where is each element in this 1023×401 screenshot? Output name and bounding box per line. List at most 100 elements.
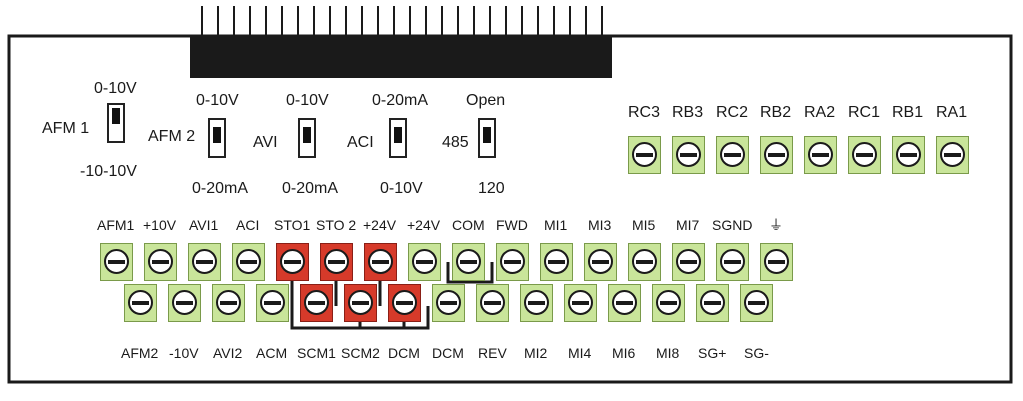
terminal-label: AVI2: [213, 345, 243, 361]
terminal-block[interactable]: [320, 243, 353, 281]
rs485-dip-switch[interactable]: [478, 118, 496, 158]
terminal-label: AFM1: [97, 217, 135, 233]
terminal-block[interactable]: [672, 136, 705, 174]
screw-icon: [456, 249, 481, 274]
avi-name-label: AVI: [253, 134, 278, 151]
terminal-block[interactable]: [388, 284, 421, 322]
terminal-label: AVI1: [189, 217, 219, 233]
terminal-block[interactable]: [672, 243, 705, 281]
terminal-block[interactable]: [432, 284, 465, 322]
terminal-label: ACI: [236, 217, 260, 233]
terminal-block[interactable]: [760, 136, 793, 174]
afm2-bottom-label: 0-20mA: [192, 180, 249, 197]
terminal-label: STO 2: [316, 217, 357, 233]
terminal-block[interactable]: [848, 136, 881, 174]
screw-icon: [676, 142, 701, 167]
terminal-block[interactable]: [716, 136, 749, 174]
terminal-block[interactable]: [936, 136, 969, 174]
terminal-label: MI8: [656, 345, 680, 361]
terminal-block[interactable]: [584, 243, 617, 281]
screw-icon: [368, 249, 393, 274]
screw-icon: [436, 290, 461, 315]
avi-dip-switch[interactable]: [298, 118, 316, 158]
connector-header: [190, 36, 612, 78]
aci-dip-switch[interactable]: [389, 118, 407, 158]
terminal-label: FWD: [496, 217, 528, 233]
rs485-top-label: Open: [466, 92, 506, 109]
terminal-block[interactable]: [540, 243, 573, 281]
terminal-label: RB3: [672, 104, 704, 121]
aci-top-label: 0-20mA: [372, 92, 429, 109]
screw-icon: [764, 249, 789, 274]
terminal-label: SCM1: [297, 345, 336, 361]
screw-icon: [236, 249, 261, 274]
terminal-label: SGND: [712, 217, 753, 233]
terminal-block[interactable]: [124, 284, 157, 322]
terminal-block[interactable]: [608, 284, 641, 322]
terminal-block[interactable]: [564, 284, 597, 322]
connector-pins: [201, 6, 603, 36]
terminal-block[interactable]: [892, 136, 925, 174]
screw-icon: [720, 142, 745, 167]
terminal-label: RC1: [848, 104, 881, 121]
terminal-block[interactable]: [496, 243, 529, 281]
terminal-block[interactable]: [344, 284, 377, 322]
terminal-block[interactable]: [760, 243, 793, 281]
terminal-block[interactable]: [300, 284, 333, 322]
terminal-label: MI3: [588, 217, 612, 233]
terminal-label: +10V: [143, 217, 177, 233]
afm2-dip-switch[interactable]: [208, 118, 226, 158]
screw-icon: [764, 142, 789, 167]
terminal-label: COM: [452, 217, 485, 233]
terminal-block[interactable]: [452, 243, 485, 281]
terminal-block[interactable]: [476, 284, 509, 322]
terminal-label: SCM2: [341, 345, 380, 361]
terminal-block[interactable]: [520, 284, 553, 322]
screw-icon: [744, 290, 769, 315]
terminal-block[interactable]: [212, 284, 245, 322]
plus24v-com-jumper: [446, 262, 494, 284]
avi-top-label: 0-10V: [286, 92, 329, 109]
screw-icon: [544, 249, 569, 274]
afm1-dip-switch[interactable]: [107, 103, 125, 143]
terminal-label: MI5: [632, 217, 656, 233]
terminal-block[interactable]: [628, 136, 661, 174]
terminal-label: RB1: [892, 104, 924, 121]
screw-icon: [348, 290, 373, 315]
terminal-block[interactable]: [804, 136, 837, 174]
terminal-block[interactable]: [276, 243, 309, 281]
screw-icon: [500, 249, 525, 274]
terminal-block[interactable]: [232, 243, 265, 281]
screw-icon: [676, 249, 701, 274]
terminal-block[interactable]: [696, 284, 729, 322]
terminal-block[interactable]: [188, 243, 221, 281]
terminal-label: MI7: [676, 217, 700, 233]
terminal-label: RB2: [760, 104, 792, 121]
afm1-top-label: 0-10V: [94, 80, 137, 97]
screw-icon: [524, 290, 549, 315]
terminal-label: REV: [478, 345, 507, 361]
screw-icon: [104, 249, 129, 274]
terminal-block[interactable]: [408, 243, 441, 281]
screw-icon: [480, 290, 505, 315]
terminal-label: STO1: [274, 217, 311, 233]
terminal-block[interactable]: [100, 243, 133, 281]
terminal-label: RA1: [936, 104, 968, 121]
terminal-block[interactable]: [256, 284, 289, 322]
terminal-label: SG-: [744, 345, 769, 361]
terminal-block[interactable]: [144, 243, 177, 281]
screw-icon: [280, 249, 305, 274]
afm1-bottom-label: -10-10V: [80, 163, 137, 180]
terminal-block[interactable]: [652, 284, 685, 322]
aci-name-label: ACI: [347, 134, 374, 151]
terminal-label: +24V: [407, 217, 441, 233]
terminal-block[interactable]: [716, 243, 749, 281]
terminal-block[interactable]: [364, 243, 397, 281]
terminal-block[interactable]: [740, 284, 773, 322]
terminal-label: ⏚: [769, 217, 783, 233]
terminal-block[interactable]: [168, 284, 201, 322]
terminal-label: MI4: [568, 345, 592, 361]
terminal-block[interactable]: [628, 243, 661, 281]
